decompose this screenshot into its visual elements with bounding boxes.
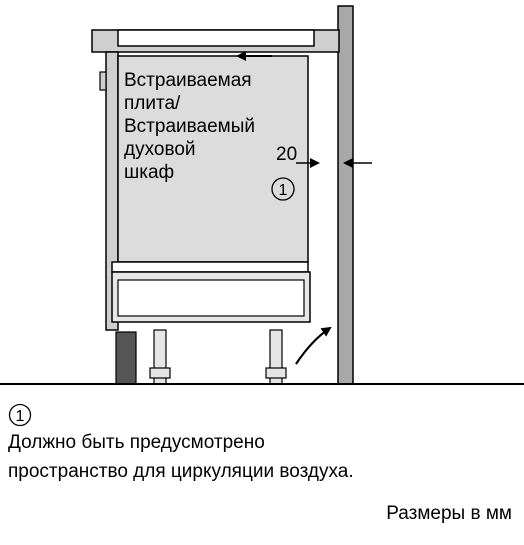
legend-marker-number: 1: [16, 408, 25, 425]
appliance-label-line: плита/: [124, 93, 181, 114]
appliance-label-line: Встраиваемая: [124, 70, 252, 91]
legend-marker-circle: [8, 403, 32, 427]
marker-circle: [271, 177, 295, 201]
appliance-label-line: шкаф: [124, 162, 174, 183]
hob-top: [117, 29, 315, 47]
appliance-body: [117, 55, 309, 263]
drawer-front: [117, 279, 305, 317]
cabinet-leg-left-foot: [149, 367, 171, 379]
plinth: [115, 331, 137, 385]
cabinet-leg-right-foot: [265, 367, 287, 379]
dimension-value: 20: [276, 144, 297, 165]
side-wall: [337, 5, 354, 385]
appliance-label: Встраиваемая плита/ Встраиваемый духовой…: [124, 70, 260, 183]
legend-marker: 1: [8, 403, 32, 427]
units-note: Размеры в мм: [386, 503, 512, 524]
appliance-label-line: Встраиваемый: [124, 116, 255, 137]
legend-text-line: пространство для циркуляции воздуха.: [8, 461, 354, 482]
appliance-label-line: духовой: [124, 139, 196, 160]
marker-number: 1: [279, 182, 288, 199]
airflow-arrow-bottom: [295, 326, 332, 365]
legend-text-line: Должно быть предусмотрено: [8, 432, 265, 453]
air-gap-strip: [111, 261, 309, 273]
door-handle: [99, 71, 107, 91]
